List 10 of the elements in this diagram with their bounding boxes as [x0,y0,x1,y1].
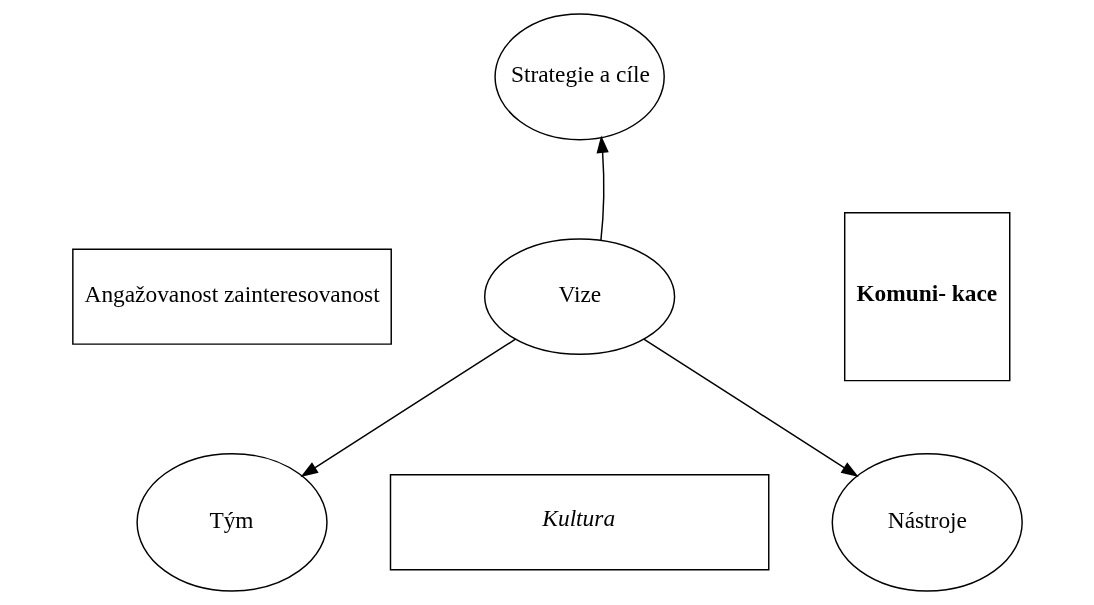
node-box: Komuni- kace [843,211,1010,382]
node-ellipse: Nástroje [831,452,1023,592]
node-ellipse: Strategie a cíle [493,13,665,141]
arrow [596,135,609,241]
node-ellipse: Tým [135,452,328,592]
node-box: Kultura [389,474,769,571]
node-ellipse: Vize [483,238,675,356]
arrow [300,338,516,477]
arrow [642,338,859,477]
node-box: Angažovanost zainteresovanost [71,248,392,345]
